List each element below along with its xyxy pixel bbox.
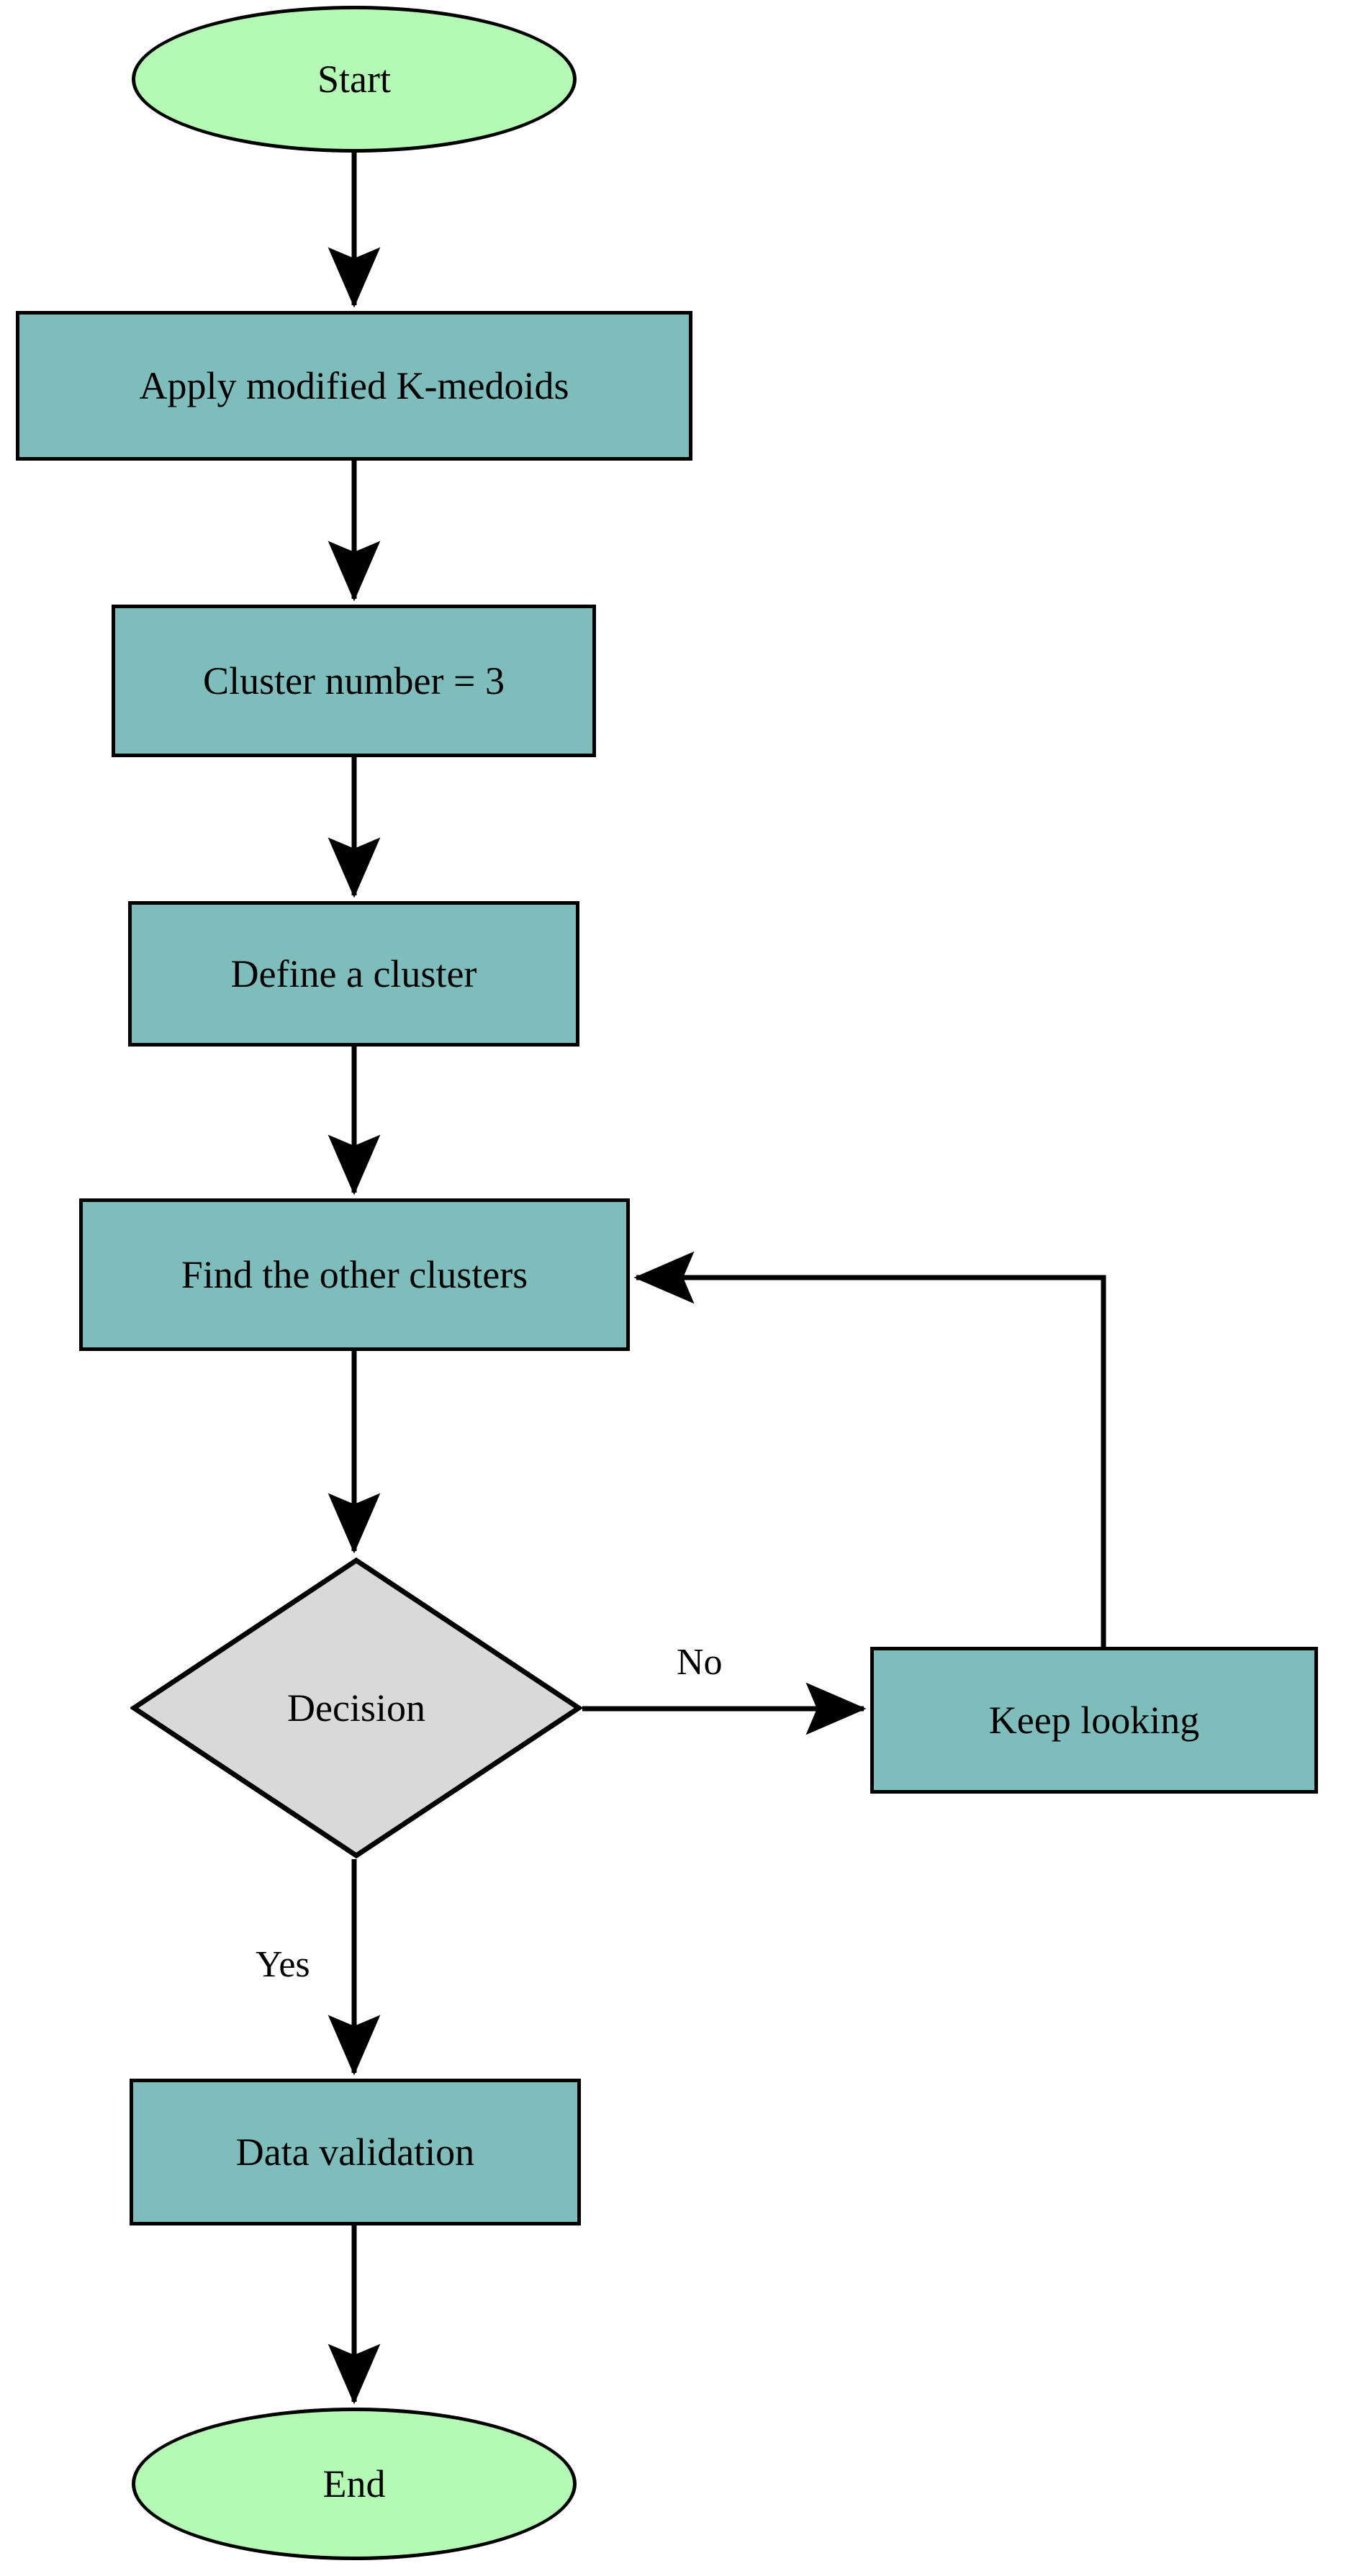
node-apply-modified-k-medoids-label: Apply modified K-medoids	[139, 363, 569, 407]
node-apply-modified-k-medoids[interactable]: Apply modified K-medoids	[16, 311, 692, 461]
node-define-a-cluster[interactable]: Define a cluster	[128, 901, 579, 1047]
edge-label-no: No	[677, 1642, 723, 1683]
node-data-validation-label: Data validation	[235, 2130, 475, 2174]
edge-label-yes: Yes	[256, 1944, 310, 1985]
node-keep-looking[interactable]: Keep looking	[870, 1647, 1318, 1794]
node-keep-looking-label: Keep looking	[988, 1698, 1200, 1742]
node-cluster-number-label: Cluster number = 3	[203, 659, 505, 702]
node-cluster-number[interactable]: Cluster number = 3	[112, 605, 596, 757]
node-define-a-cluster-label: Define a cluster	[230, 952, 477, 995]
node-start[interactable]: Start	[132, 6, 577, 153]
node-decision[interactable]: Decision	[130, 1557, 582, 1859]
edge-keep-looking-to-find-other	[633, 1251, 1106, 1647]
node-end-label: End	[322, 2462, 386, 2505]
decision-diamond-shape	[130, 1557, 582, 1859]
node-decision-label: Decision	[287, 1686, 425, 1730]
node-find-the-other-clusters[interactable]: Find the other clusters	[79, 1198, 630, 1351]
node-start-label: Start	[317, 57, 391, 101]
node-end[interactable]: End	[132, 2408, 577, 2560]
node-data-validation[interactable]: Data validation	[130, 2079, 581, 2225]
node-find-the-other-clusters-label: Find the other clusters	[181, 1252, 528, 1296]
